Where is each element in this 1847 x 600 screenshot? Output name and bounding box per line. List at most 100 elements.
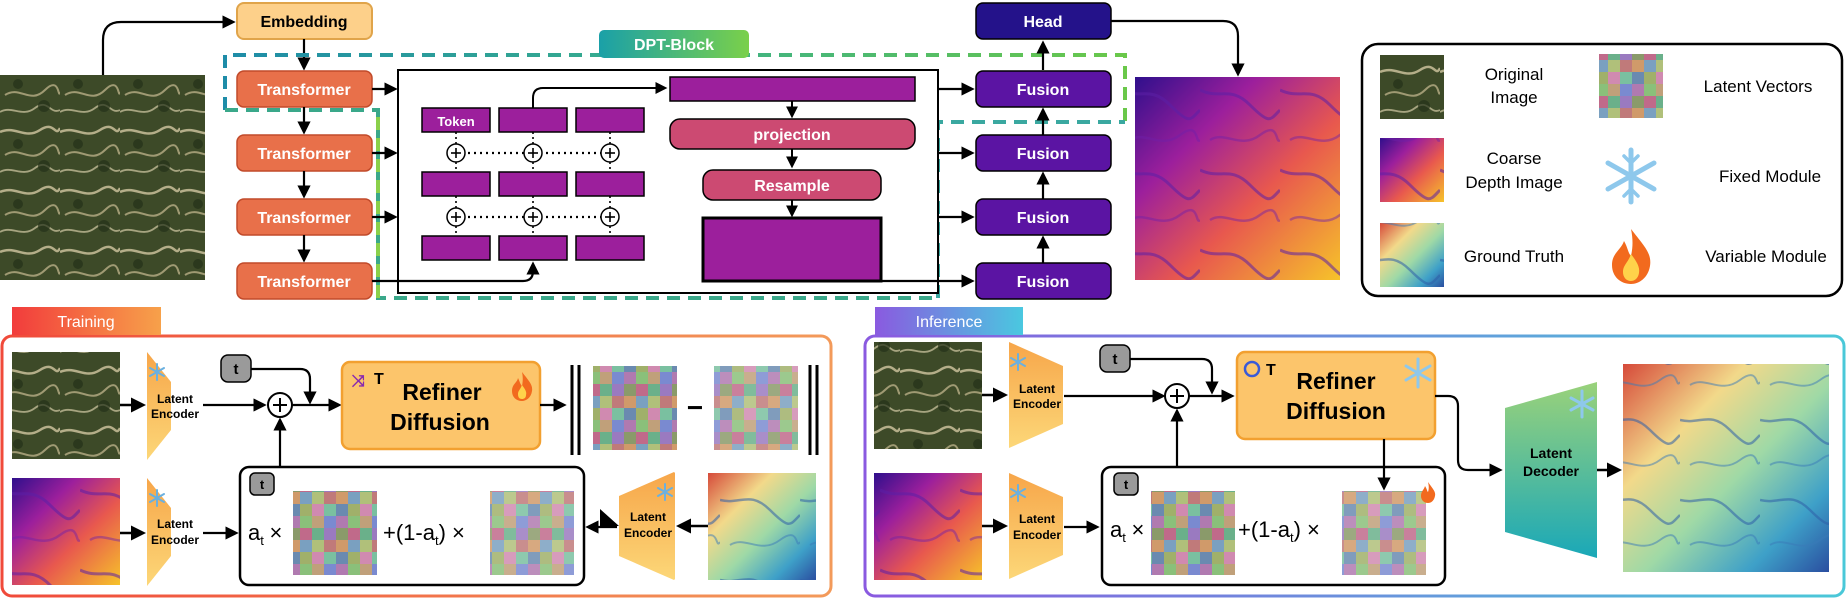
head-label: Head (1023, 14, 1062, 31)
inference-title: Inference (916, 314, 983, 331)
inference-panel: Inference Latent Encoder Latent Encoder … (863, 307, 1846, 598)
training-latent-encoder-1: Latent Encoder (147, 352, 199, 460)
target-latent-mosaic (714, 366, 798, 450)
legend-coarse-line2: Depth Image (1465, 173, 1562, 192)
inference-input-satellite (874, 342, 982, 449)
projection-label: projection (753, 127, 830, 144)
legend-latent-swatch (1599, 54, 1663, 118)
legend-gt-label: Ground Truth (1464, 247, 1564, 266)
training-refiner-diffusion (340, 360, 542, 451)
minus-sign: − (687, 392, 703, 423)
loop-icon (1243, 360, 1261, 378)
inference-latent-encoder-2: Latent Encoder (1009, 473, 1063, 579)
snowflake-icon (149, 363, 165, 381)
inference-badge (875, 307, 1023, 335)
token-cell (498, 171, 568, 197)
fusion-label: Fusion (1017, 274, 1069, 291)
fusion-label: Fusion (1017, 210, 1069, 227)
legend-original-line1: Original (1485, 65, 1544, 84)
snowflake-icon (1605, 147, 1657, 205)
token-cell (421, 107, 491, 133)
svg-text:Latent: Latent (630, 510, 666, 524)
flame-icon (1421, 482, 1436, 503)
svg-text:Encoder: Encoder (151, 407, 199, 421)
snowflake-icon (1569, 389, 1595, 419)
transformer-label: Transformer (257, 146, 350, 163)
fusion-label: Fusion (1017, 82, 1069, 99)
svg-text:Encoder: Encoder (151, 533, 199, 547)
snowflake-icon (1010, 353, 1026, 371)
alpha-t-label: at × (1110, 517, 1144, 545)
svg-text:Latent: Latent (157, 392, 193, 406)
transformer-label: Transformer (257, 274, 350, 291)
resample-label: Resample (754, 178, 830, 195)
legend-fixed-label: Fixed Module (1719, 167, 1821, 186)
legend-original-swatch (1380, 55, 1444, 119)
noise-mosaic (1151, 491, 1235, 575)
timestep-badge (1113, 472, 1139, 496)
svg-text:Refiner: Refiner (402, 379, 481, 405)
embedding-box: Embedding (236, 2, 373, 40)
token-grid: Token (421, 107, 645, 261)
svg-text:t: t (260, 477, 265, 492)
fusion-block (975, 70, 1112, 108)
transformer-label: Transformer (257, 210, 350, 227)
latent-mosaic (490, 491, 574, 575)
training-title: Training (57, 314, 114, 331)
fusion-label: Fusion (1017, 146, 1069, 163)
svg-text:t: t (234, 361, 239, 378)
one-minus-alpha-label: +(1-at) × (1238, 517, 1320, 545)
legend-coarse-line1: Coarse (1487, 149, 1542, 168)
training-latent-encoder-3: Latent Encoder (619, 472, 675, 580)
svg-text:Encoder: Encoder (624, 526, 672, 540)
flame-icon (512, 372, 533, 401)
svg-text:T: T (374, 371, 384, 388)
legend: Original Image Coarse Depth Image Ground… (1360, 42, 1844, 298)
dpt-block-label: DPT-Block (634, 37, 714, 54)
predicted-latent-mosaic (593, 366, 677, 450)
svg-text:Diffusion: Diffusion (390, 409, 490, 435)
token-label: Token (437, 114, 474, 129)
dpt-block-badge (599, 30, 749, 58)
svg-text:Encoder: Encoder (1013, 397, 1061, 411)
svg-text:Refiner: Refiner (1296, 368, 1375, 394)
svg-text:Latent: Latent (1530, 445, 1572, 461)
embedding-label: Embedding (260, 14, 347, 31)
svg-text:Decoder: Decoder (1523, 463, 1580, 479)
training-panel: Training Latent Encoder Latent Encoder t (0, 307, 833, 598)
svg-text:Encoder: Encoder (1013, 528, 1061, 542)
alpha-t-label: at × (248, 520, 282, 548)
resampled-feature-block (701, 216, 883, 283)
projection-input-block (669, 76, 916, 102)
svg-text:t: t (1124, 477, 1129, 492)
shuffle-icon: ⤨ (352, 373, 365, 390)
noise-mosaic (293, 491, 377, 575)
flame-icon (1612, 229, 1651, 284)
token-cell (421, 171, 491, 197)
snowflake-icon (1010, 484, 1026, 502)
snowflake-icon (149, 489, 165, 507)
head-box: Head (975, 2, 1112, 40)
legend-latent-label: Latent Vectors (1704, 77, 1813, 96)
svg-text:Latent: Latent (157, 517, 193, 531)
token-cell (498, 107, 568, 133)
transformer-label: Transformer (257, 82, 350, 99)
timestep-badge (249, 472, 275, 496)
legend-original-line2: Image (1490, 88, 1537, 107)
snowflake-icon (1404, 357, 1432, 389)
inference-latent-encoder-1: Latent Encoder (1009, 342, 1063, 448)
token-cell (575, 171, 645, 197)
token-cell (575, 107, 645, 133)
token-cell (421, 235, 491, 261)
svg-text:T: T (1266, 362, 1276, 379)
svg-text:t: t (1113, 351, 1118, 368)
training-input-satellite (12, 352, 120, 459)
latent-mosaic (1342, 491, 1426, 575)
latent-decoder: Latent Decoder (1505, 382, 1597, 558)
coarse-depth-output-image (1135, 77, 1340, 280)
svg-text:Latent: Latent (1019, 382, 1055, 396)
one-minus-alpha-label: +(1-at) × (383, 520, 465, 548)
legend-variable-label: Variable Module (1705, 247, 1827, 266)
